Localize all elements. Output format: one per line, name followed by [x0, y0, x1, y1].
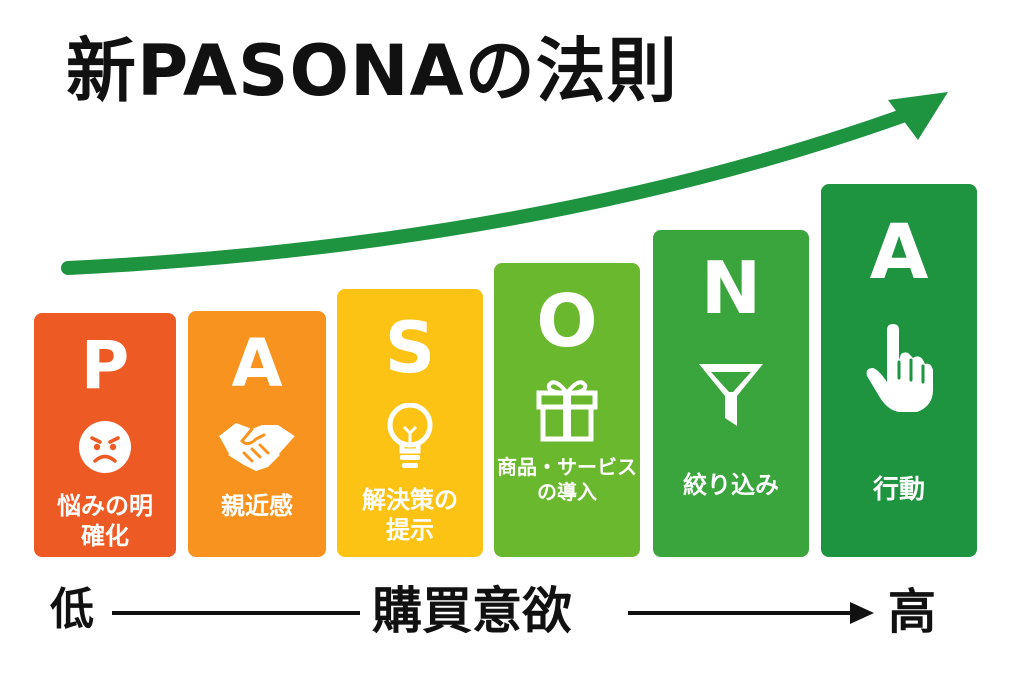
- gift-icon: [536, 380, 598, 442]
- step-label: 解決策の 提示: [337, 485, 483, 545]
- step-label-line1: 商品・サービス: [497, 455, 637, 479]
- step-label: 悩みの明 確化: [34, 491, 176, 551]
- step-card-a1: A 親近感: [188, 311, 326, 557]
- axis-line-left: [112, 611, 360, 615]
- step-card-o: O 商品・サービス の導入: [494, 263, 640, 557]
- step-label: 親近感: [188, 491, 326, 521]
- step-letter: S: [384, 307, 436, 389]
- step-letter: A: [869, 207, 929, 296]
- step-label-line1: 行動: [872, 475, 925, 505]
- funnel-icon: [699, 364, 763, 426]
- step-label-line1: 悩みの明: [57, 492, 153, 520]
- step-card-p: P 悩みの明 確化: [34, 313, 176, 557]
- step-label-line2: 確化: [81, 522, 129, 550]
- axis-high-label: 高: [888, 584, 937, 640]
- step-label: 行動: [821, 474, 977, 507]
- diagram-title: 新PASONAの法則: [66, 30, 678, 112]
- step-label-line1: 解決策の: [362, 486, 458, 514]
- lightbulb-icon: [387, 403, 433, 468]
- step-label: 商品・サービス の導入: [494, 455, 640, 505]
- step-card-a2: A 行動: [821, 184, 977, 557]
- step-label-line1: 絞り込み: [683, 471, 779, 499]
- axis-low-label: 低: [50, 584, 94, 635]
- step-label: 絞り込み: [653, 470, 809, 500]
- step-card-s: S 解決策の 提示: [337, 289, 483, 557]
- step-label-line2: の導入: [537, 480, 597, 504]
- step-letter: A: [231, 325, 283, 402]
- step-letter: O: [536, 279, 598, 363]
- pointing-hand-icon: [866, 324, 933, 412]
- step-label-line1: 親近感: [221, 492, 293, 520]
- worried-face-icon: [79, 421, 131, 473]
- growth-arrow: [61, 92, 948, 275]
- step-label-line2: 提示: [386, 516, 434, 544]
- step-letter: P: [80, 327, 130, 404]
- step-card-n: N 絞り込み: [653, 230, 809, 557]
- step-letter: N: [700, 246, 762, 330]
- axis-title: 購買意欲: [372, 582, 572, 640]
- axis-arrow-right: [628, 602, 874, 624]
- handshake-icon: [216, 423, 298, 471]
